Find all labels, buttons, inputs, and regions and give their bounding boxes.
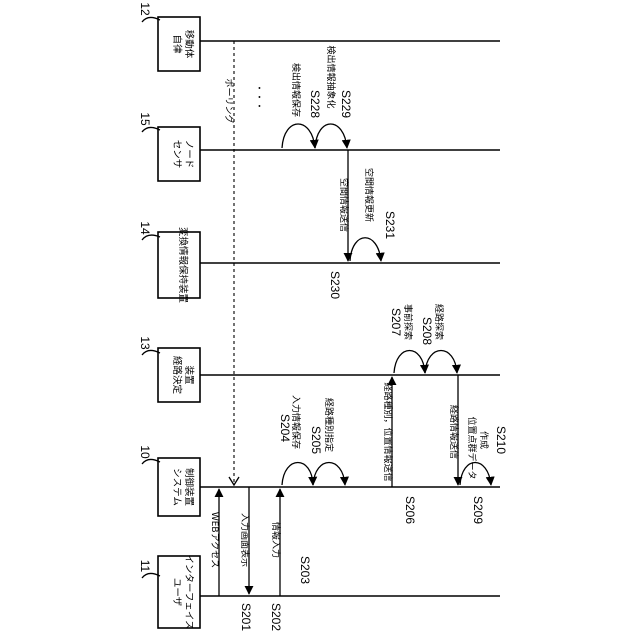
msg-route-info-send-label: 経路情報送信: [448, 405, 460, 459]
entity-10: システム 制御装置 10: [138, 445, 200, 516]
loop-s228: [282, 124, 315, 148]
polling-ellipsis: ・・・: [253, 83, 263, 110]
loop-s231-label: 空間情報更新: [363, 168, 375, 222]
loop-s210-label-1: 位置点群データ: [466, 416, 478, 479]
entity-14: 変換情報保持装置 14: [138, 221, 200, 303]
entity-15-label-1: センサ: [171, 140, 182, 169]
entity-13: 経路決定 装置 13: [138, 336, 200, 402]
msg-input-screen-label: 入力画面表示: [239, 513, 251, 567]
entity-12-label-1: 自律: [171, 34, 183, 54]
entity-10-label-2: 制御装置: [183, 468, 195, 506]
msg-space-send-label: 空間情報送信: [338, 178, 350, 232]
step-s205: S205: [309, 426, 323, 454]
entity-14-ref: 14: [138, 221, 152, 235]
loop-s205-label: 経路種別指定: [323, 398, 335, 452]
entity-13-ref: 13: [138, 336, 152, 350]
entity-11-ref: 11: [138, 560, 152, 573]
loop-s207: [394, 351, 425, 374]
polling-label: ポーリング: [223, 78, 235, 123]
loop-s204: [282, 463, 313, 486]
entity-15: センサ ノード 15: [138, 112, 200, 181]
msg-route-pos-send-label: 経路種別，位置情報送信: [382, 382, 394, 481]
step-s209: S209: [471, 496, 485, 524]
step-s207: S207: [389, 308, 403, 336]
loop-s231: [350, 238, 381, 261]
step-s231: S231: [383, 211, 397, 239]
step-s228: S228: [308, 90, 322, 118]
msg-web-access-label: WEBアクセス: [209, 512, 220, 568]
step-s204: S204: [278, 414, 292, 442]
entity-15-ref: 15: [138, 112, 152, 126]
loop-s228-label: 検出情報保存: [290, 63, 302, 117]
entity-12: 自律 移動体 12: [138, 2, 200, 71]
loop-s229-label: 検出情報抽象化: [325, 45, 337, 108]
entity-12-label-2: 移動体: [183, 30, 195, 59]
step-s210: S210: [494, 426, 508, 454]
step-s202: S202: [269, 603, 283, 631]
loop-s210-label-2: 作成: [478, 431, 490, 449]
entity-13-label-2: 装置: [183, 365, 195, 384]
entity-11-label-2: インターフェイス: [183, 554, 194, 629]
step-s208: S208: [420, 317, 434, 345]
step-s229: S229: [339, 90, 353, 118]
entity-14-label-1: 変換情報保持装置: [177, 227, 189, 303]
step-s206: S206: [403, 496, 417, 524]
entity-15-label-2: ノード: [183, 140, 194, 169]
loop-s205: [313, 463, 345, 486]
entity-13-label-1: 経路決定: [171, 356, 183, 395]
entity-11-label-1: ユーザ: [171, 578, 182, 607]
entity-12-ref: 12: [138, 2, 152, 16]
step-s230: S230: [328, 271, 342, 299]
loop-s229: [315, 124, 347, 148]
entity-10-ref: 10: [138, 445, 152, 459]
msg-info-input-label: 情報入力: [270, 522, 282, 558]
entity-11: ユーザ インターフェイス 11: [138, 554, 200, 629]
loop-s208: [425, 351, 457, 374]
step-s201: S201: [239, 603, 253, 631]
step-s203: S203: [298, 556, 312, 584]
entity-10-label-1: システム: [171, 468, 182, 506]
